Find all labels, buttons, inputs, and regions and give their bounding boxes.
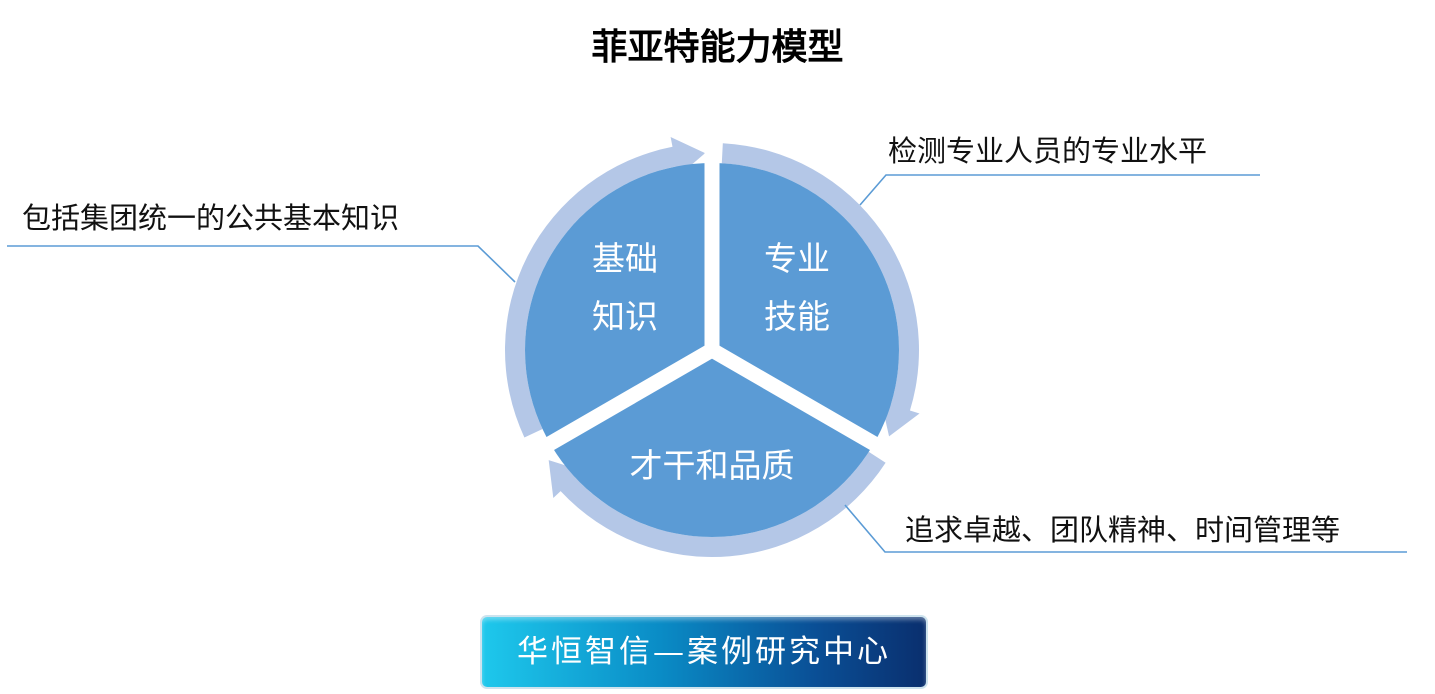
leader-lines: [7, 174, 1407, 553]
footer-banner: 华恒智信—案例研究中心: [482, 617, 926, 687]
leader-line-talent: [844, 504, 1407, 553]
segment-professional-skills: 专业 技能: [742, 230, 852, 346]
segment-label-line: 基础: [592, 239, 658, 278]
leader-line-basic: [7, 245, 516, 283]
segment-label-line: 技能: [764, 297, 830, 336]
page-title: 菲亚特能力模型: [591, 27, 844, 68]
annotation-professional: 检测专业人员的专业水平: [888, 134, 1208, 168]
annotation-basic: 包括集团统一的公共基本知识: [22, 201, 400, 235]
annotation-talent: 追求卓越、团队精神、时间管理等: [905, 513, 1341, 547]
arrow-to-talent: [721, 143, 920, 437]
segment-talent-quality: 才干和品质: [629, 446, 795, 485]
segment-basic-knowledge: 基础 知识: [570, 230, 680, 346]
segment-label-line: 专业: [764, 239, 830, 278]
leader-line-professional: [859, 174, 1260, 206]
arrow-to-basic: [548, 451, 886, 557]
pie-separators: [535, 150, 889, 457]
segment-label-line: 知识: [592, 297, 658, 336]
